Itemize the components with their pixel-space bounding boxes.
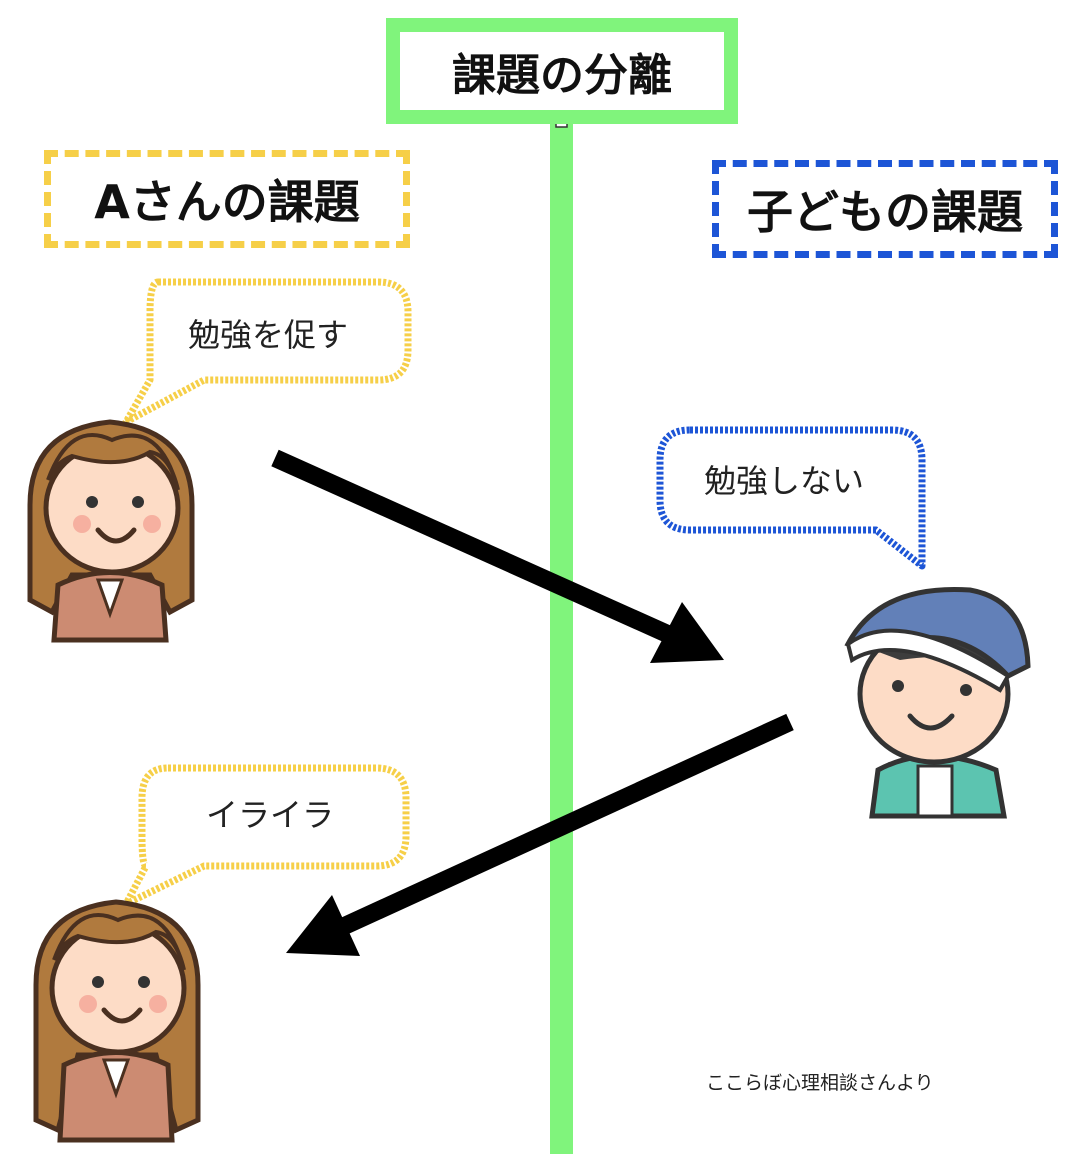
heading-a-san-task: Aさんの課題 bbox=[44, 150, 410, 248]
woman-figure-bottom bbox=[33, 899, 201, 1143]
bubble-no-study bbox=[656, 426, 926, 570]
bubble-text-prompt-study: 勉強を促す bbox=[188, 316, 349, 354]
woman-figure-top bbox=[27, 419, 195, 643]
arrow-child-to-a bbox=[286, 713, 794, 956]
diagram-title: 課題の分離 bbox=[386, 18, 738, 124]
bubble-prompt-study bbox=[122, 278, 412, 426]
arrow-a-to-child bbox=[271, 449, 724, 663]
heading-child-task: 子どもの課題 bbox=[712, 160, 1058, 258]
bubble-irritated bbox=[122, 764, 410, 908]
child-figure bbox=[844, 586, 1031, 819]
source-credit: ここらぼ心理相談さんより bbox=[706, 1072, 934, 1094]
bubble-text-irritated: イライラ bbox=[206, 796, 335, 834]
bubble-text-no-study: 勉強しない bbox=[704, 462, 865, 500]
divider-line bbox=[550, 118, 573, 1154]
